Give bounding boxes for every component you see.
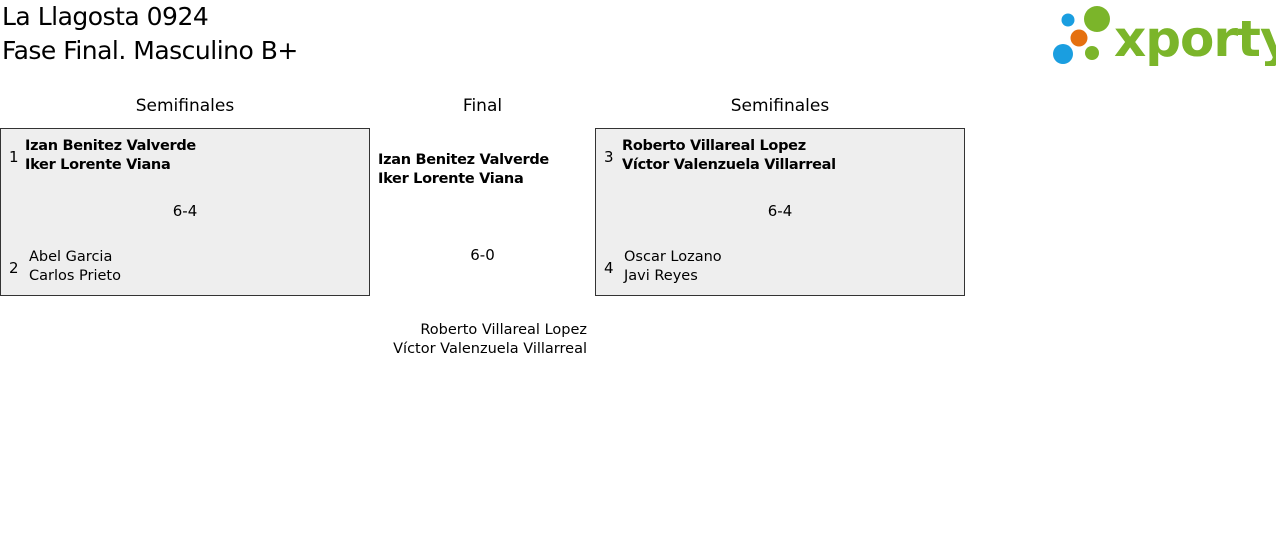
logo-text: xporty xyxy=(1114,10,1276,66)
player-name: Roberto Villareal Lopez xyxy=(420,322,587,338)
team-winner: Roberto Villareal Lopez Víctor Valenzuel… xyxy=(622,137,836,175)
page-subtitle: Fase Final. Masculino B+ xyxy=(2,36,298,65)
xporty-logo: xporty xyxy=(1050,4,1280,68)
round-label-right: Semifinales xyxy=(730,96,830,116)
round-label-left: Semifinales xyxy=(135,96,235,116)
seed: 3 xyxy=(604,148,614,166)
player-name: Víctor Valenzuela Villarreal xyxy=(393,341,587,357)
page-title: La Llagosta 0924 xyxy=(2,2,209,31)
player-name: Iker Lorente Viana xyxy=(378,171,524,187)
player-name: Javi Reyes xyxy=(624,268,698,284)
semifinal-left-match[interactable]: 1 Izan Benitez Valverde Iker Lorente Via… xyxy=(0,128,370,296)
match-score: 6-4 xyxy=(767,202,793,220)
player-name: Izan Benitez Valverde xyxy=(25,138,196,154)
player-name: Roberto Villareal Lopez xyxy=(622,138,806,154)
final-team-2: Roberto Villareal Lopez Víctor Valenzuel… xyxy=(393,321,587,359)
round-label-final: Final xyxy=(462,96,503,116)
player-name: Oscar Lozano xyxy=(624,249,722,265)
seed: 4 xyxy=(604,259,614,277)
semifinal-right-match[interactable]: 3 Roberto Villareal Lopez Víctor Valenzu… xyxy=(595,128,965,296)
player-name: Izan Benitez Valverde xyxy=(378,152,549,168)
seed: 2 xyxy=(9,259,19,277)
team-loser: Oscar Lozano Javi Reyes xyxy=(624,248,722,286)
player-name: Víctor Valenzuela Villarreal xyxy=(622,157,836,173)
player-name: Carlos Prieto xyxy=(29,268,121,284)
final-score: 6-0 xyxy=(470,246,495,264)
seed: 1 xyxy=(9,148,19,166)
team-loser: Abel Garcia Carlos Prieto xyxy=(29,248,121,286)
player-name: Iker Lorente Viana xyxy=(25,157,171,173)
match-score: 6-4 xyxy=(172,202,198,220)
player-name: Abel Garcia xyxy=(29,249,113,265)
final-team-1: Izan Benitez Valverde Iker Lorente Viana xyxy=(378,151,549,189)
team-winner: Izan Benitez Valverde Iker Lorente Viana xyxy=(25,137,196,175)
